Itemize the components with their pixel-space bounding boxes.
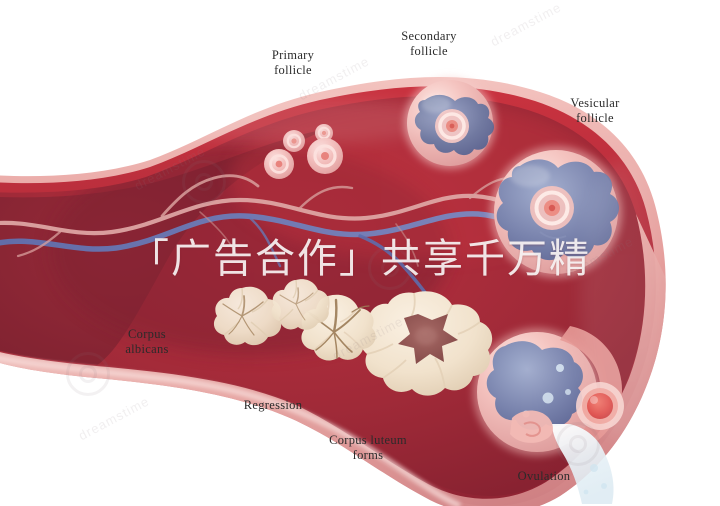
capillary-net	[199, 211, 419, 267]
watermark-ring-icon	[368, 246, 412, 290]
primary-follicle-1	[264, 149, 294, 179]
label-corpus-albicans: Corpus albicans	[125, 327, 169, 356]
corpus-albicans-1	[213, 286, 282, 346]
corpus-albicans-2	[271, 279, 329, 330]
vein-main	[0, 211, 555, 252]
label-secondary-follicle: Secondary follicle	[401, 29, 457, 58]
cumulus-mass	[510, 410, 553, 443]
artery-main	[0, 193, 557, 236]
artery-branch-2	[298, 185, 354, 210]
secondary-follicle	[404, 77, 496, 169]
artery-branch-4	[16, 230, 62, 258]
advertisement-overlay-text: 「广告合作」共享千万精	[129, 236, 591, 282]
label-regression: Regression	[243, 398, 303, 412]
watermark-ring-icon	[556, 422, 600, 466]
watermark-ring-icon	[182, 160, 226, 204]
label-corpus-luteum-forms: Corpus luteum forms	[329, 433, 407, 462]
label-vesicular-follicle: Vesicular follicle	[570, 96, 620, 125]
vein-branch-2	[248, 216, 282, 268]
label-ovulation: Ovulation	[517, 469, 571, 483]
ovulating-antrum	[486, 341, 583, 430]
primary-follicle-2	[307, 138, 343, 174]
label-primary-follicle: Primary follicle	[271, 48, 315, 77]
watermark-ring-icon	[66, 352, 110, 396]
corpus-luteum	[360, 291, 493, 396]
